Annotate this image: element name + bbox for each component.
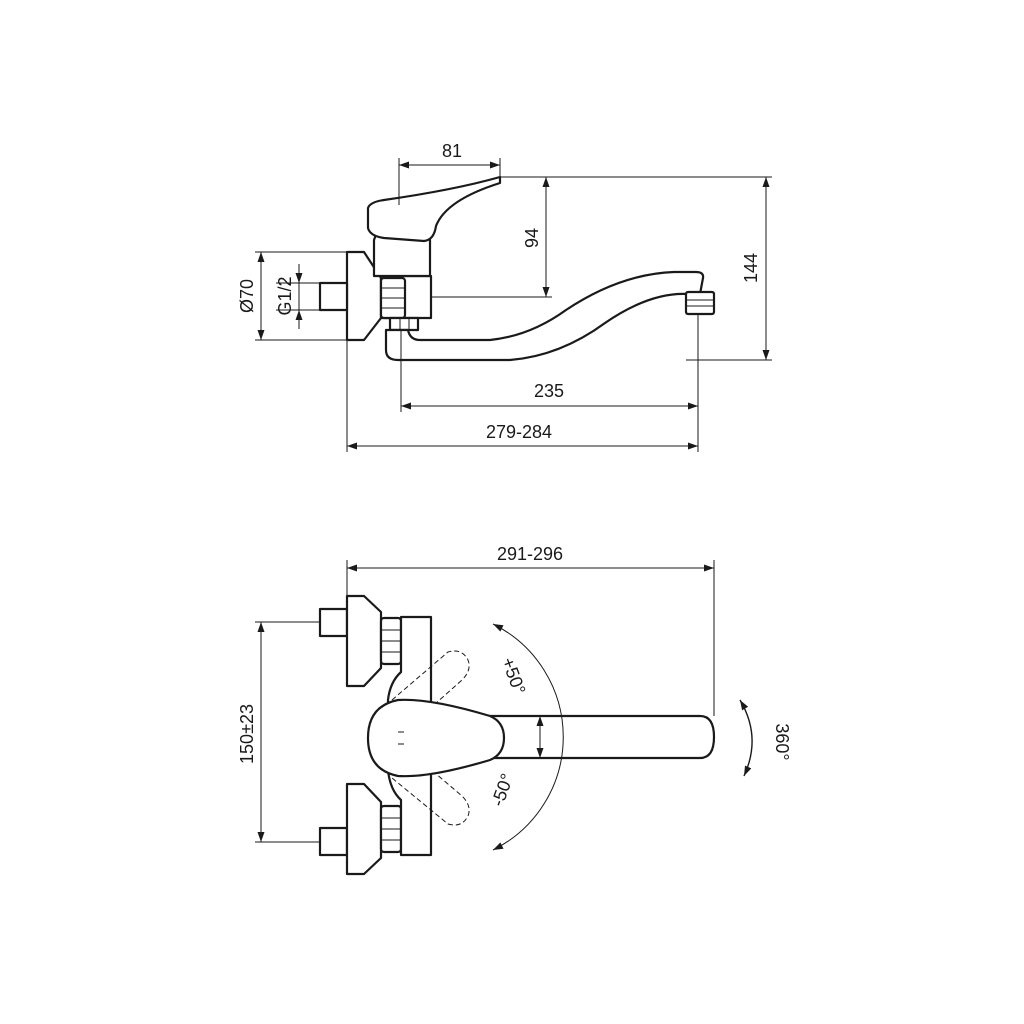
label-279-284: 279-284: [486, 422, 552, 442]
label-g12: G1/2: [275, 276, 295, 315]
side-lever-handle: [366, 175, 502, 243]
top-lever-handle: [366, 698, 506, 778]
label-plus-50: +50°: [498, 655, 530, 697]
side-fitting: [388, 316, 420, 332]
label-360: 360°: [772, 723, 792, 760]
label-291-296: 291-296: [497, 544, 563, 564]
top-lower-inlet-stub: [318, 826, 349, 857]
side-aerator: [684, 290, 716, 316]
label-235: 235: [534, 381, 564, 401]
side-inlet-stub: [318, 281, 349, 312]
top-upper-flange: [345, 594, 383, 688]
label-d70: Ø70: [237, 279, 257, 313]
top-lever-ghost-minus: [391, 749, 470, 826]
angle-arc: [492, 623, 564, 851]
top-lever-ghost-plus: [391, 650, 470, 729]
label-81: 81: [442, 141, 462, 161]
top-view: 291-296 150±23 +50° -50° 360°: [237, 544, 792, 876]
top-spout: [438, 714, 716, 760]
side-spout: [384, 270, 705, 362]
swivel-arrow: [739, 699, 753, 777]
label-144: 144: [741, 253, 761, 283]
label-94: 94: [522, 228, 542, 248]
side-view: 81 94 144 Ø70 G1/2 235 279-284: [237, 141, 772, 452]
label-150-23: 150±23: [237, 704, 257, 764]
top-upper-inlet-stub: [318, 607, 349, 638]
top-lower-flange: [345, 782, 383, 876]
label-minus-50: -50°: [487, 771, 517, 809]
